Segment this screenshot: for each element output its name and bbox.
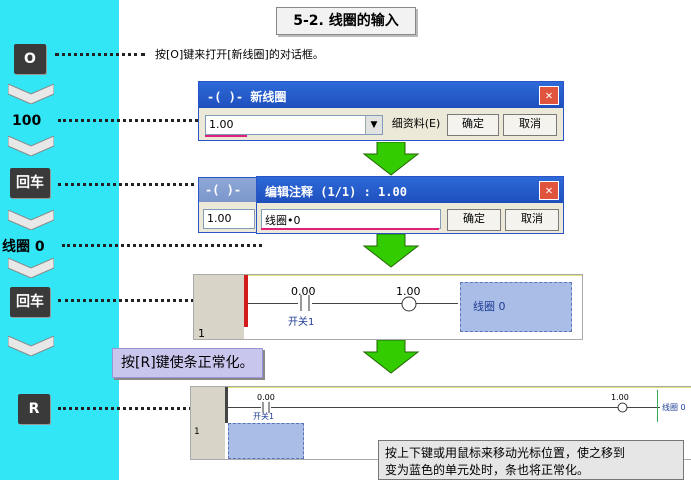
coil-address-value: 1.00 — [207, 212, 232, 225]
info-line-1: 按上下键或用鼠标来移动光标位置，使之移到 — [385, 446, 626, 460]
highlight-underline — [261, 228, 439, 230]
coil-address: 1.00 — [396, 285, 421, 298]
rung-wire — [248, 303, 458, 304]
coil-comment-cell[interactable]: 线圈 0 — [460, 282, 572, 332]
chevron-down-icon — [8, 210, 54, 230]
note-o: 按[O]键来打开[新线圈]的对话框。 — [155, 48, 324, 61]
ok-button[interactable]: 确定 — [447, 209, 501, 231]
cancel-button[interactable]: 取消 — [503, 114, 557, 136]
coil-address-field[interactable]: 1.00 ▼ — [205, 115, 383, 135]
dialog-title: -( )- 新线圈 — [207, 90, 287, 104]
input-100-label: 100 — [12, 113, 42, 129]
arrow-down-icon — [362, 142, 420, 176]
key-o: O — [14, 44, 46, 74]
chevron-down-icon — [8, 336, 54, 356]
rung-border — [248, 275, 582, 276]
ok-button[interactable]: 确定 — [447, 114, 499, 136]
close-icon[interactable]: ✕ — [539, 86, 559, 105]
dotted-leader — [58, 299, 194, 302]
detail-button[interactable]: 细资料(E) — [391, 117, 441, 130]
row-header — [194, 275, 244, 339]
dotted-leader — [58, 119, 198, 122]
contact-name: 开关1 — [288, 317, 315, 328]
new-coil-dialog: -( )- 新线圈 ✕ 1.00 ▼ 细资料(E) 确定 取消 — [198, 81, 564, 141]
dialog-titlebar: 编辑注释 (1/1) : 1.00 ✕ — [257, 177, 563, 203]
key-r: R — [18, 394, 50, 424]
coil-comment: 线圈 0 — [473, 300, 506, 313]
coil-address-value: 1.00 — [209, 118, 234, 131]
coil-address: 1.00 — [611, 393, 629, 402]
right-rail — [657, 390, 658, 422]
row-number: 1 — [194, 427, 200, 437]
coil-address-field[interactable]: 1.00 — [203, 209, 255, 229]
input-coil0-label: 线圈 0 — [2, 239, 45, 255]
contact-address: 0.00 — [257, 393, 275, 402]
key-enter: 回车 — [10, 168, 50, 198]
dialog-titlebar: -( )- 新线圈 ✕ — [199, 82, 563, 108]
note-r: 按[R]键使条正常化。 — [112, 348, 263, 378]
page-title: 5-2. 线圈的输入 — [276, 7, 416, 35]
coil-icon[interactable] — [617, 402, 628, 413]
highlight-underline — [205, 135, 247, 137]
key-enter: 回车 — [10, 287, 50, 317]
comment-field[interactable]: 线圈•0 — [261, 209, 441, 229]
contact-address: 0.00 — [291, 285, 316, 298]
coil-comment: 线圈 0 — [662, 403, 686, 412]
dialog-title: 编辑注释 (1/1) : 1.00 — [265, 185, 407, 199]
edit-comment-dialog: 编辑注释 (1/1) : 1.00 ✕ 线圈•0 确定 取消 — [256, 176, 564, 234]
coil-icon[interactable] — [401, 296, 417, 312]
dialog-title: -( )- — [205, 183, 242, 197]
info-box: 按上下键或用鼠标来移动光标位置，使之移到 变为蓝色的单元处时，条也将正常化。 — [378, 440, 684, 480]
cancel-button[interactable]: 取消 — [505, 209, 559, 231]
chevron-down-icon — [8, 258, 54, 278]
rung-border — [228, 387, 691, 388]
rung-wire — [228, 407, 660, 408]
dotted-leader — [58, 407, 192, 410]
info-line-2: 变为蓝色的单元处时，条也将正常化。 — [385, 463, 590, 477]
dotted-leader — [55, 53, 145, 56]
arrow-down-icon — [362, 340, 420, 374]
contact-icon[interactable] — [298, 295, 312, 311]
arrow-down-icon — [362, 234, 420, 268]
row-number: 1 — [198, 327, 205, 340]
chevron-down-icon — [8, 136, 54, 156]
power-rail — [244, 275, 248, 327]
cursor-cell[interactable] — [228, 423, 304, 459]
chevron-down-icon — [8, 84, 54, 104]
dotted-leader — [62, 244, 262, 247]
close-icon[interactable]: ✕ — [539, 181, 559, 200]
contact-name: 开关1 — [253, 412, 275, 421]
ladder-diagram-1: 0.00 开关1 1.00 线圈 0 1 — [193, 274, 583, 340]
dropdown-icon[interactable]: ▼ — [365, 116, 382, 134]
contact-icon[interactable] — [261, 402, 271, 413]
dotted-leader — [58, 183, 194, 186]
comment-value: 线圈•0 — [265, 214, 301, 227]
row-header — [191, 387, 225, 459]
power-rail — [225, 387, 228, 423]
